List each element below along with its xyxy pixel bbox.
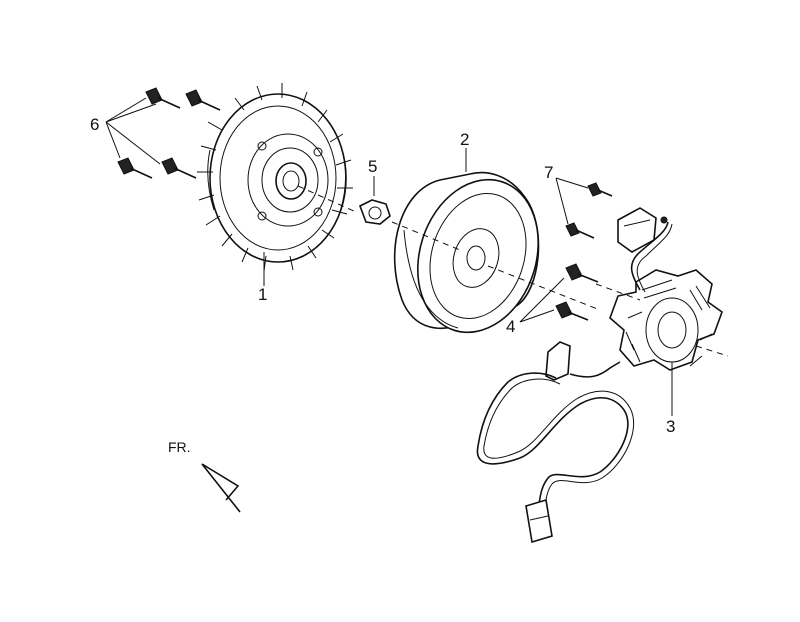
- callout-5: 5: [368, 157, 377, 176]
- front-label: FR.: [168, 439, 191, 455]
- callout-2: 2: [460, 130, 469, 149]
- bolts-part-6: [117, 87, 221, 179]
- rotor-cup-part-2: [393, 171, 540, 334]
- callout-6: 6: [90, 115, 99, 134]
- leader-lines: [105, 97, 673, 416]
- flywheel-fan-part-1: [197, 83, 353, 272]
- front-direction-indicator: FR.: [168, 439, 241, 513]
- nut-part-5: [358, 199, 391, 225]
- callout-4: 4: [506, 317, 515, 336]
- stator-part-3: [609, 221, 723, 371]
- pickup-coil: [617, 207, 668, 253]
- callout-3: 3: [666, 417, 675, 436]
- wire-harness: [476, 341, 635, 544]
- bolts-part-7: [565, 182, 613, 239]
- assembly-axis-lines: [297, 185, 729, 357]
- callout-1: 1: [258, 285, 267, 304]
- callout-7: 7: [544, 163, 553, 182]
- bolts-part-4: [555, 263, 599, 321]
- front-arrow-icon: [201, 463, 241, 513]
